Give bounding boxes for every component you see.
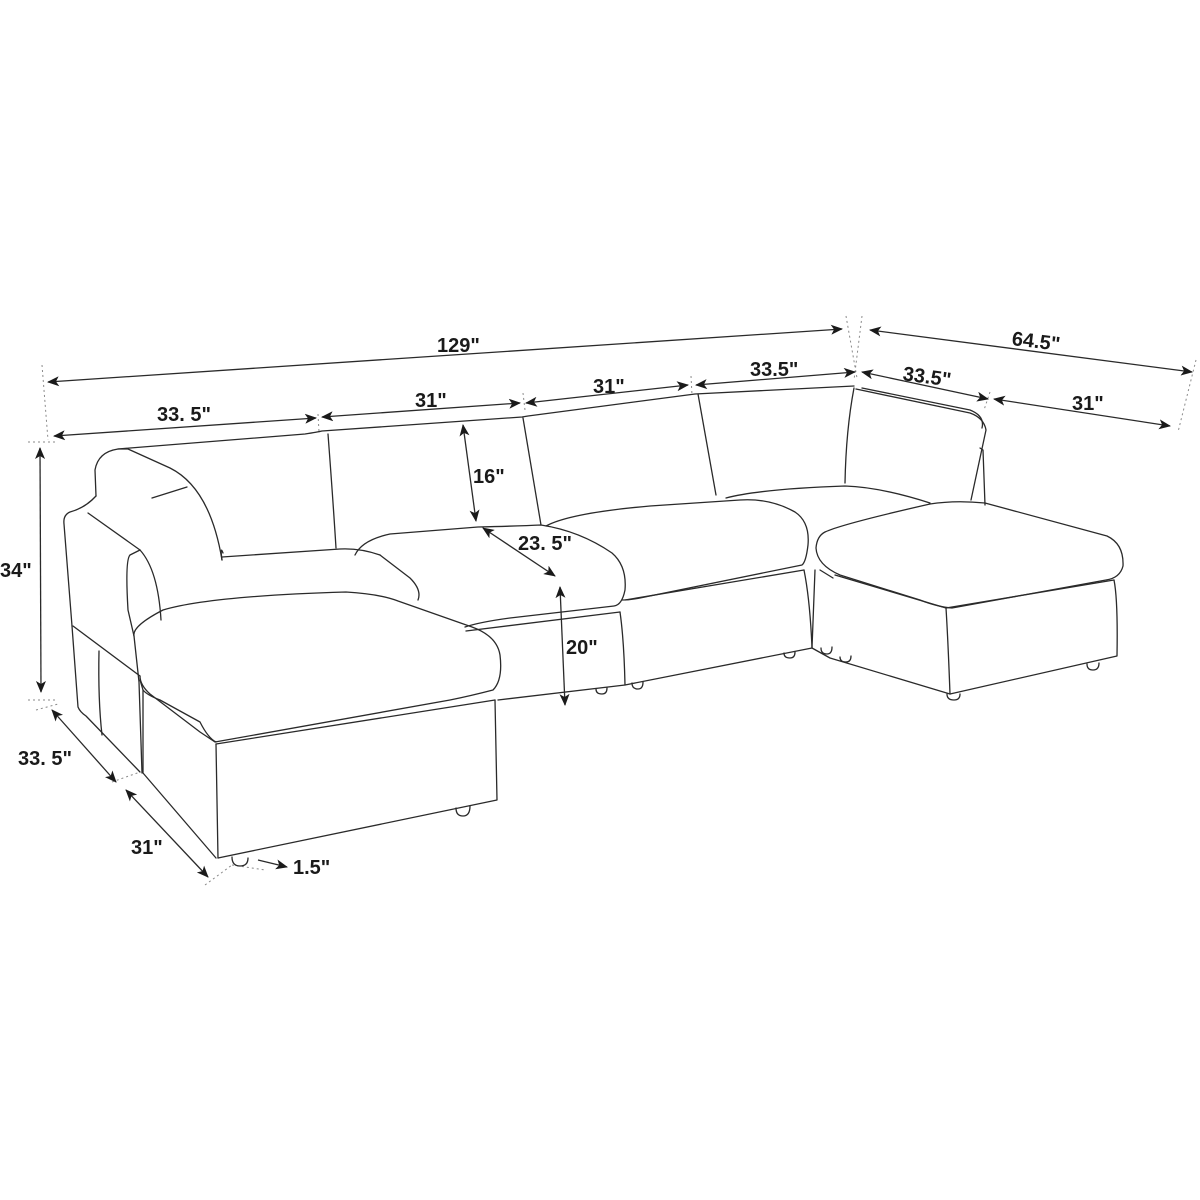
sofa-outline bbox=[63, 385, 1124, 867]
left-seat-width-label: 33. 5" bbox=[157, 404, 211, 426]
chaise-depth-arrow bbox=[869, 326, 1193, 376]
center-left-seat-width-label: 31" bbox=[415, 390, 447, 412]
dimension-arrows bbox=[35, 324, 1193, 878]
chaise-depth-label: 64.5" bbox=[1010, 328, 1062, 356]
center-right-seat-width-label: 31" bbox=[593, 376, 625, 398]
overall-height-arrow bbox=[35, 447, 46, 693]
leg-height-arrow bbox=[257, 859, 288, 870]
seat-height-label: 20" bbox=[566, 637, 598, 659]
overall-height-label: 34" bbox=[0, 560, 32, 582]
seat-height-arrow bbox=[555, 586, 570, 706]
left-ottoman-depth-label: 31" bbox=[131, 837, 163, 859]
right-corner-width-label: 33.5" bbox=[750, 359, 799, 381]
right-ottoman-depth-label: 31" bbox=[1072, 393, 1104, 415]
left-section-depth-label: 33. 5" bbox=[18, 748, 72, 770]
back-height-label: 16" bbox=[473, 466, 505, 488]
seat-depth-arrow bbox=[482, 527, 556, 577]
back-height-arrow bbox=[459, 424, 480, 522]
seat-depth-label: 23. 5" bbox=[518, 533, 572, 555]
extension-lines bbox=[28, 315, 1197, 886]
leg-height-label: 1.5" bbox=[293, 857, 331, 879]
overall-width-label: 129" bbox=[437, 335, 480, 357]
overall-width-arrow bbox=[47, 324, 843, 387]
